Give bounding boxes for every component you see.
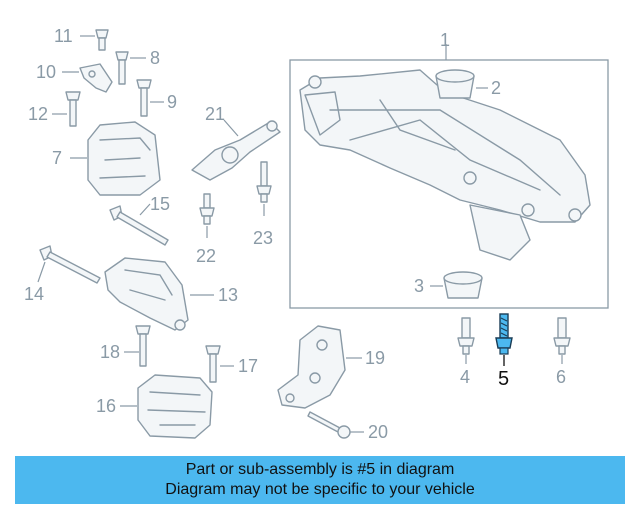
part-bushing-lower[interactable] [443, 271, 483, 299]
callout-5[interactable]: 5 [498, 368, 509, 390]
part-bolt-18[interactable] [135, 325, 151, 367]
callout-6[interactable]: 6 [556, 367, 566, 387]
part-bolt-22[interactable] [199, 193, 215, 225]
part-bolt-11[interactable] [95, 29, 109, 51]
leader-21 [223, 119, 239, 137]
callout-1[interactable]: 1 [440, 30, 450, 50]
callout-2[interactable]: 2 [491, 78, 501, 98]
part-bolt-15[interactable] [109, 205, 169, 246]
part-bolt-23[interactable] [256, 161, 272, 203]
leader-15 [139, 203, 151, 216]
leader-14 [37, 261, 46, 283]
callout-13[interactable]: 13 [218, 285, 238, 305]
callout-23[interactable]: 23 [253, 228, 273, 248]
callout-3[interactable]: 3 [414, 276, 424, 296]
part-torque-rod-21[interactable] [191, 120, 281, 181]
callout-17[interactable]: 17 [238, 356, 258, 376]
callout-18[interactable]: 18 [100, 342, 120, 362]
part-bolt-9[interactable] [136, 79, 152, 117]
banner-line-2: Diagram may not be specific to your vehi… [165, 481, 475, 498]
part-bolt-8[interactable] [115, 51, 129, 85]
part-engine-mount-7[interactable] [87, 121, 161, 196]
part-bolt-20[interactable] [307, 411, 351, 439]
callout-10[interactable]: 10 [36, 62, 56, 82]
part-mount-16[interactable] [137, 374, 213, 439]
part-bolt-12[interactable] [65, 91, 81, 127]
callout-22[interactable]: 22 [196, 246, 216, 266]
part-bracket-19[interactable] [277, 325, 346, 409]
part-bolt-4[interactable] [457, 317, 475, 355]
part-bolt-5-highlighted[interactable] [495, 313, 513, 355]
callout-21[interactable]: 21 [205, 104, 225, 124]
callout-16[interactable]: 16 [96, 396, 116, 416]
part-long-bolt-14[interactable] [39, 245, 101, 284]
callout-7[interactable]: 7 [52, 148, 62, 168]
subframe-group-frame [289, 59, 609, 309]
part-subframe[interactable] [299, 69, 591, 261]
part-bolt-17[interactable] [205, 345, 221, 383]
part-transmission-mount-13[interactable] [104, 257, 189, 331]
callout-4[interactable]: 4 [460, 367, 470, 387]
callout-19[interactable]: 19 [365, 348, 385, 368]
callout-15[interactable]: 15 [150, 194, 170, 214]
info-banner: Part or sub-assembly is #5 in diagram Di… [15, 456, 625, 504]
part-bracket-10[interactable] [79, 63, 113, 93]
part-bolt-6[interactable] [553, 317, 571, 355]
callout-8[interactable]: 8 [150, 48, 160, 68]
callout-20[interactable]: 20 [368, 422, 388, 442]
callout-9[interactable]: 9 [167, 92, 177, 112]
callout-14[interactable]: 14 [24, 284, 44, 304]
banner-line-1: Part or sub-assembly is #5 in diagram [185, 461, 455, 478]
callout-11[interactable]: 11 [54, 26, 73, 46]
part-bushing-upper[interactable] [435, 69, 475, 99]
callout-12[interactable]: 12 [28, 104, 48, 124]
parts-diagram: 1 2 3 4 5 6 7 [24, 26, 609, 442]
